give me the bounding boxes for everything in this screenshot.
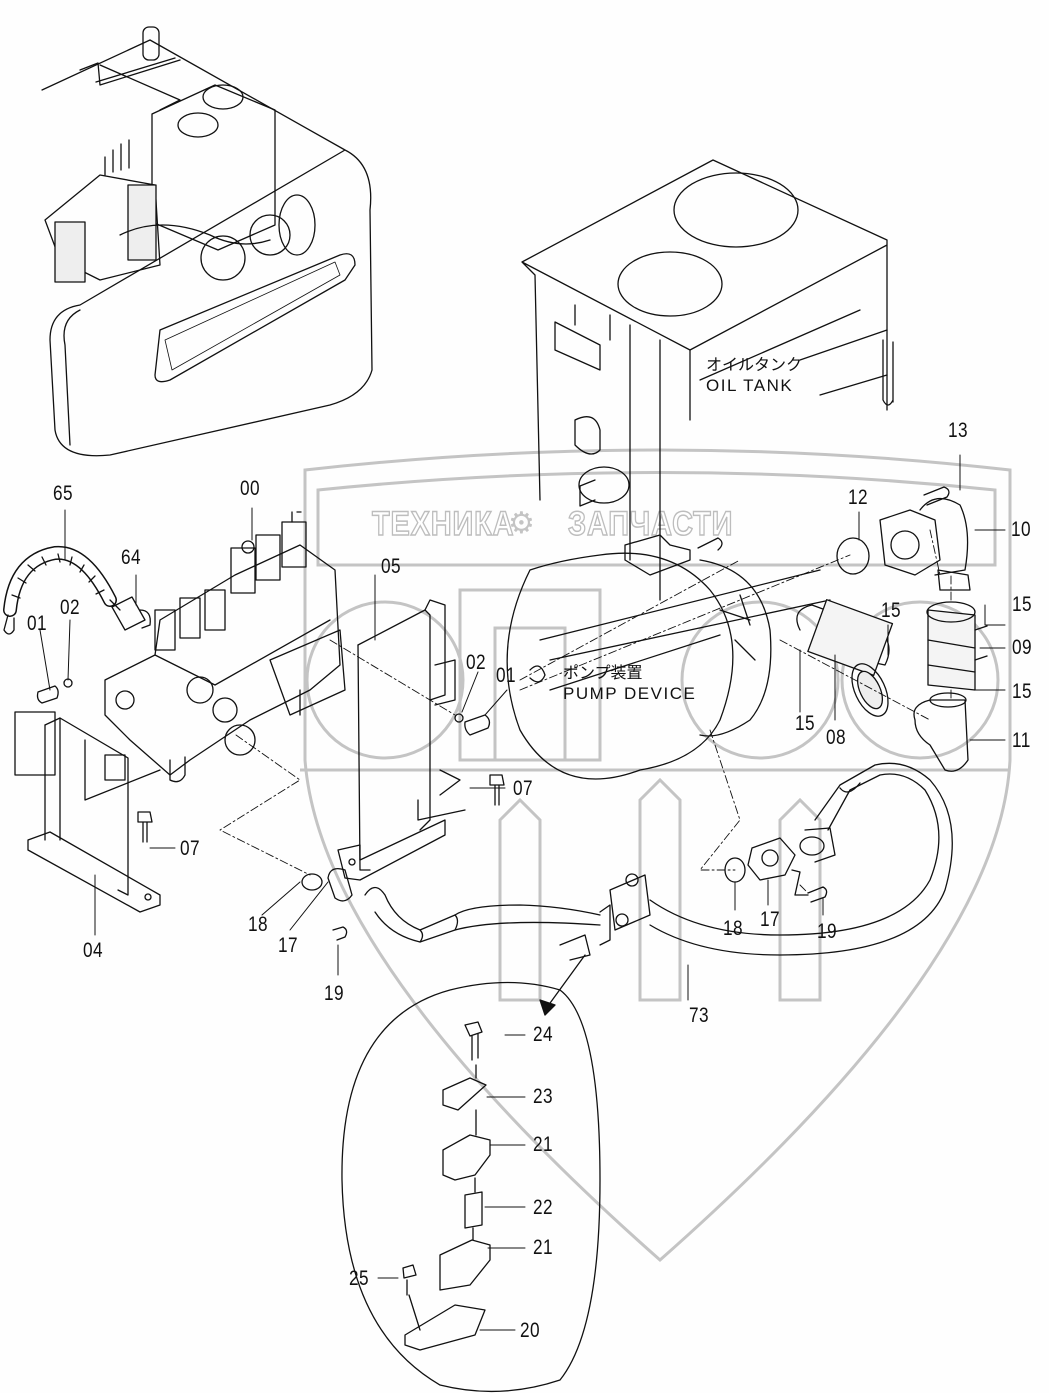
callout-25[interactable]: 25 xyxy=(349,1267,369,1290)
pump-device-caption-en: PUMP DEVICE xyxy=(563,684,697,703)
spiral-hose xyxy=(3,545,151,635)
callout-22[interactable]: 22 xyxy=(533,1196,553,1219)
callout-05[interactable]: 05 xyxy=(381,555,401,578)
callout-02-right[interactable]: 02 xyxy=(466,651,486,674)
pump-device xyxy=(506,534,831,780)
callout-00[interactable]: 00 xyxy=(240,477,260,500)
watermark-banner xyxy=(316,471,997,567)
callout-18-right[interactable]: 18 xyxy=(723,917,743,940)
callout-15-filter-left[interactable]: 15 xyxy=(795,712,815,735)
watermark-text-left: ТЕХНИКА xyxy=(371,504,515,544)
callout-01-right[interactable]: 01 xyxy=(496,664,516,687)
callout-24[interactable]: 24 xyxy=(533,1023,553,1046)
callout-19-left[interactable]: 19 xyxy=(324,982,344,1005)
callout-18-left[interactable]: 18 xyxy=(248,913,268,936)
callout-11[interactable]: 11 xyxy=(1012,729,1031,752)
oil-tank xyxy=(521,159,894,601)
callout-19-right[interactable]: 19 xyxy=(817,920,837,943)
right-flange xyxy=(724,837,828,903)
watermark-wheat-1 xyxy=(498,797,542,1002)
callout-10[interactable]: 10 xyxy=(1011,518,1031,541)
watermark-letter-ch xyxy=(680,600,840,760)
watermark-shield-outline xyxy=(303,448,1012,1263)
overview-machine xyxy=(41,26,373,457)
watermark-letter-f xyxy=(840,600,1000,760)
oil-tank-caption: オイルタンク OIL TANK xyxy=(706,355,802,396)
callout-13[interactable]: 13 xyxy=(948,419,968,442)
callout-15-upper[interactable]: 15 xyxy=(1012,593,1032,616)
callout-65[interactable]: 65 xyxy=(53,482,73,505)
callout-15-lower[interactable]: 15 xyxy=(1012,680,1032,703)
watermark-gear-icon: ⚙ xyxy=(508,506,535,541)
callout-08[interactable]: 08 xyxy=(826,726,846,749)
callout-17-left[interactable]: 17 xyxy=(278,934,298,957)
callout-23[interactable]: 23 xyxy=(533,1085,553,1108)
watermark-letter-s xyxy=(305,600,465,760)
callout-02-left[interactable]: 02 xyxy=(60,596,80,619)
oil-tank-caption-jp: オイルタンク xyxy=(706,355,803,374)
pump-device-caption-jp: ポンプ装置 xyxy=(563,663,643,682)
callout-17-right[interactable]: 17 xyxy=(760,908,780,931)
callout-21-upper[interactable]: 21 xyxy=(533,1133,553,1156)
callout-07-left[interactable]: 07 xyxy=(180,837,200,860)
bracket-05 xyxy=(337,599,466,881)
fasteners xyxy=(36,678,505,843)
clamp-detail-oval xyxy=(341,954,601,1393)
pump-device-caption: ポンプ装置 PUMP DEVICE xyxy=(563,663,696,704)
bracket-04 xyxy=(14,711,161,913)
oil-tank-caption-en: OIL TANK xyxy=(706,376,794,395)
callout-20[interactable]: 20 xyxy=(520,1319,540,1342)
lower-hose-assembly xyxy=(301,762,953,961)
watermark-wheat-3 xyxy=(778,797,822,1002)
callout-04[interactable]: 04 xyxy=(83,939,103,962)
callout-01-left[interactable]: 01 xyxy=(27,612,47,635)
callout-07-right[interactable]: 07 xyxy=(513,777,533,800)
leader-lines xyxy=(39,454,1006,1331)
control-valve xyxy=(104,511,346,783)
callout-12[interactable]: 12 xyxy=(848,486,868,509)
callout-73[interactable]: 73 xyxy=(689,1004,709,1027)
watermark-wheat-2 xyxy=(638,777,682,1002)
callout-64[interactable]: 64 xyxy=(121,546,141,569)
callout-09[interactable]: 09 xyxy=(1012,636,1032,659)
assembly-lines xyxy=(219,529,952,894)
callout-15-filter-top[interactable]: 15 xyxy=(881,599,901,622)
callout-21-lower[interactable]: 21 xyxy=(533,1236,553,1259)
right-fittings xyxy=(796,486,988,772)
